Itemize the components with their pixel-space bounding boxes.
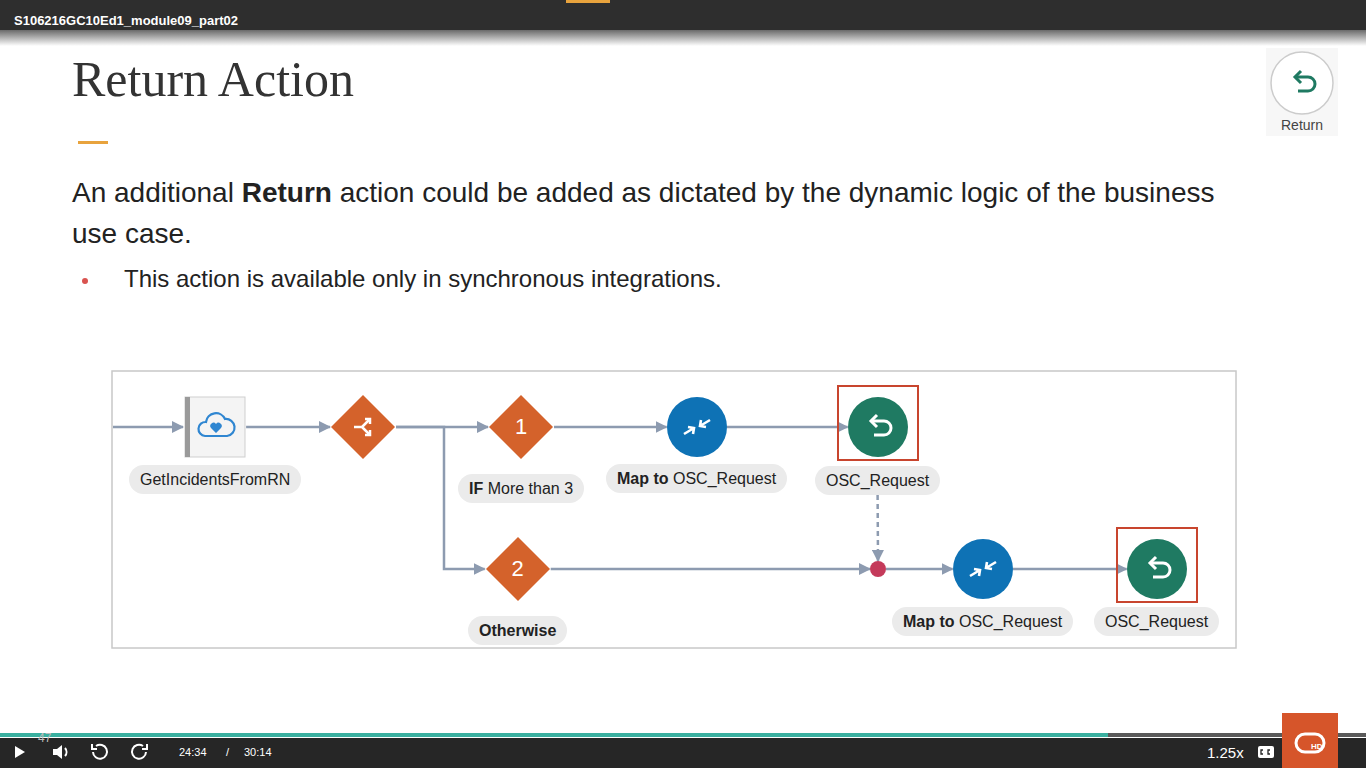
label-text: OSC_Request [826,472,929,489]
diamond-shape: 2 [485,536,551,602]
map-circle [953,539,1013,599]
time-separator: / [226,746,229,758]
switch-shape [330,394,396,460]
map-shape [667,397,727,457]
branch-number: 1 [488,394,554,460]
return-shape [1127,539,1187,599]
switch-diamond [330,394,396,460]
total-time: 30:14 [244,746,272,758]
orange-player-badge [1282,713,1338,768]
flow-connector [554,426,667,429]
return-shape [848,397,908,457]
label-text: OSC_Request [673,470,776,487]
map-circle [667,397,727,457]
invoke-shape [184,396,246,458]
return-circle [1127,539,1187,599]
slide-number: 47 [38,731,51,745]
node-label: IF More than 3 [458,474,584,503]
invoke-node: GetIncidentsFromRN [129,396,301,494]
player-controls [15,744,1311,759]
bullet-dot [82,278,88,284]
node-label: OSC_Request [815,466,940,495]
branch-node: 2Otherwise [468,536,567,645]
elapsed-time: 24:34 [179,746,207,758]
top-accent [566,0,610,3]
return-node: OSC_Request [815,397,940,495]
switch-node [330,394,396,460]
map-shape [953,539,1013,599]
playback-speed: 1.25x [1207,744,1244,761]
node-label: Map to OSC_Request [892,607,1073,636]
node-label: Map to OSC_Request [606,464,787,493]
label-text: GetIncidentsFromRN [140,471,290,488]
intro-paragraph: An additional Return action could be add… [72,172,1222,254]
map-node: Map to OSC_Request [606,397,787,493]
return-circle [848,397,908,457]
merge-node [870,561,886,577]
label-text: More than 3 [488,480,573,497]
incoming-line [113,426,183,429]
flow-connector [246,426,330,429]
palette-label: Return [1262,117,1342,133]
branch-node: 1IF More than 3 [458,394,584,503]
title-bar-shadow [0,30,1366,46]
label-text: OSC_Request [1105,613,1208,630]
label-text: Map to [903,613,955,630]
label-text: IF [469,480,483,497]
flow-connector [551,568,870,571]
node-label: OSC_Request [1094,607,1219,636]
slide-title: Return Action [72,50,354,108]
hd-badge: HD [1311,742,1323,751]
label-text: Map to [617,470,669,487]
flow-connector [1013,568,1127,571]
intro-keyword: Return [242,177,332,208]
dashed-connector [876,495,879,561]
progress-bar [0,733,1366,737]
map-node: Map to OSC_Request [892,539,1073,636]
merge-dot [870,561,886,577]
label-text: Otherwise [479,622,556,639]
branch-number: 2 [485,536,551,602]
flow-connector [727,426,848,429]
node-label: Otherwise [468,616,567,645]
highlight-box [837,385,919,461]
node-label: GetIncidentsFromRN [129,465,301,494]
return-node: OSC_Request [1094,539,1219,636]
diagram-frame [112,371,1236,648]
flow-connector [886,568,953,571]
diamond-shape: 1 [488,394,554,460]
bullet-text: This action is available only in synchro… [124,265,722,293]
invoke-icon [184,396,246,458]
label-text: OSC_Request [959,613,1062,630]
video-title: S106216GC10Ed1_module09_part02 [14,13,238,28]
title-underline [78,141,108,144]
dot-shape [870,561,886,577]
highlight-box [1116,527,1198,603]
intro-text: An additional [72,177,234,208]
